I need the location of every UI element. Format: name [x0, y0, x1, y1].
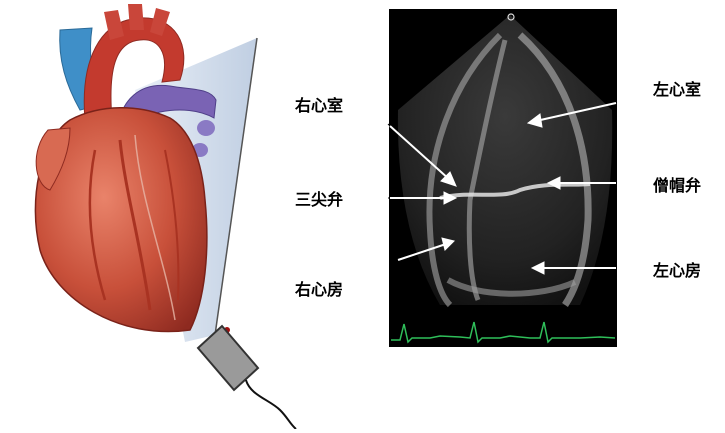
- label-tricuspid-valve: 三尖弁: [295, 186, 343, 210]
- label-mitral-valve: 僧帽弁: [653, 172, 701, 196]
- label-right-ventricle: 右心室: [295, 92, 343, 116]
- aortic-branch-2: [128, 4, 144, 30]
- echo-image: [389, 9, 617, 347]
- pulmonary-vein-1: [197, 120, 215, 136]
- label-left-ventricle: 左心室: [653, 76, 701, 100]
- label-right-atrium: 右心房: [295, 276, 343, 300]
- ultrasound-probe: [198, 326, 296, 429]
- label-left-atrium: 左心房: [653, 257, 701, 281]
